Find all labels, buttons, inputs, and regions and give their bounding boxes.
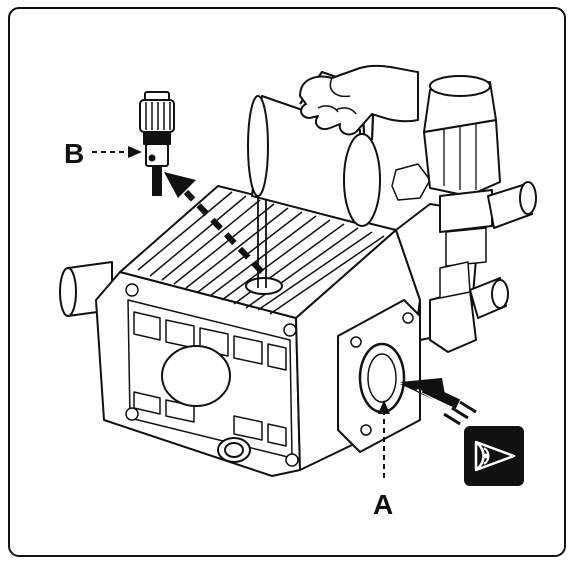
remove-cap-arrow	[164, 172, 265, 275]
oil-pouring-jug	[247, 70, 381, 288]
eye-inspection-icon	[464, 426, 524, 486]
callout-a-leader	[378, 400, 390, 478]
inspect-arrow	[400, 378, 477, 426]
manifold-nut	[391, 163, 431, 201]
pouring-hand	[299, 64, 419, 136]
oil-dipstick-cap	[139, 91, 175, 196]
crankcase-bolts	[125, 283, 299, 467]
pump-body	[59, 75, 537, 477]
crankcase-cover	[161, 345, 231, 407]
outlet-fittings	[429, 181, 537, 353]
drain-plug	[217, 437, 251, 463]
callout-b-label: B	[64, 138, 84, 169]
callout-b-leader	[92, 146, 142, 158]
unloader-valve	[423, 75, 501, 267]
oil-fill-port	[245, 277, 283, 295]
callout-a-label: A	[373, 489, 393, 520]
